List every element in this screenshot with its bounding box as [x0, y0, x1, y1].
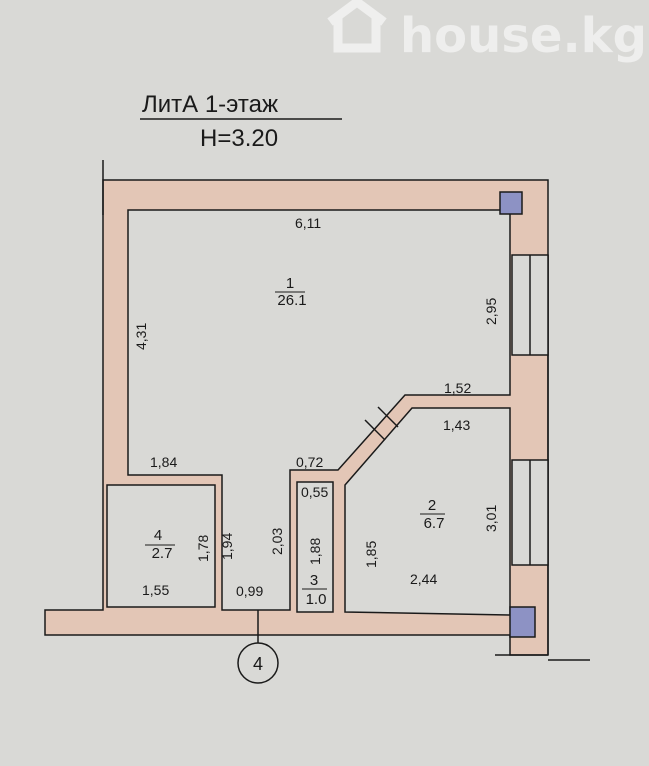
- watermark: house.kg: [400, 8, 647, 64]
- axis-marker: [237, 642, 279, 684]
- column: [509, 606, 536, 638]
- dim-room2-left: 1,85: [363, 541, 379, 568]
- house-logo-icon: [327, 0, 387, 53]
- ceiling-height: H=3.20: [200, 125, 278, 152]
- dim-corridor-bottom: 0,99: [236, 583, 263, 599]
- dim-room4-top: 1,84: [150, 454, 177, 470]
- room-4-number: 4: [154, 527, 162, 544]
- dim-corridor-height: 1,94: [219, 533, 235, 560]
- room-3-number: 3: [310, 572, 318, 589]
- windows: [364, 254, 549, 566]
- dim-left: 4,31: [133, 323, 149, 350]
- dim-room4-bottom: 1,55: [142, 582, 169, 598]
- plan-title: ЛитА 1-этаж: [142, 91, 278, 118]
- room-3: [296, 481, 334, 613]
- dim-room2-bottom: 2,44: [410, 571, 437, 587]
- room-1-area: 26.1: [277, 292, 306, 309]
- dim-room4-height: 1,78: [195, 535, 211, 562]
- room-2: [344, 407, 511, 616]
- dim-room3-top: 0,72: [296, 454, 323, 470]
- dim-room2-top-outer: 1,52: [444, 380, 471, 396]
- dim-room2-top-inner: 1,43: [443, 417, 470, 433]
- dim-top: 6,11: [295, 215, 321, 231]
- dim-room3-inner: 0,55: [301, 484, 328, 500]
- dim-right-upper: 2,95: [483, 298, 499, 325]
- dim-room2-right: 3,01: [483, 505, 499, 532]
- room-2-area: 6.7: [424, 515, 445, 532]
- room-4-area: 2.7: [152, 545, 173, 562]
- column: [499, 191, 523, 215]
- dim-room3-height: 1,88: [307, 538, 323, 565]
- room-1-number: 1: [286, 275, 294, 292]
- room-2-number: 2: [428, 497, 436, 514]
- axis-marker-label: 4: [253, 654, 263, 674]
- room-4: [106, 484, 216, 608]
- room-3-area: 1.0: [306, 591, 327, 608]
- dim-corridor-right: 2,03: [269, 528, 285, 555]
- room-1: [127, 209, 511, 611]
